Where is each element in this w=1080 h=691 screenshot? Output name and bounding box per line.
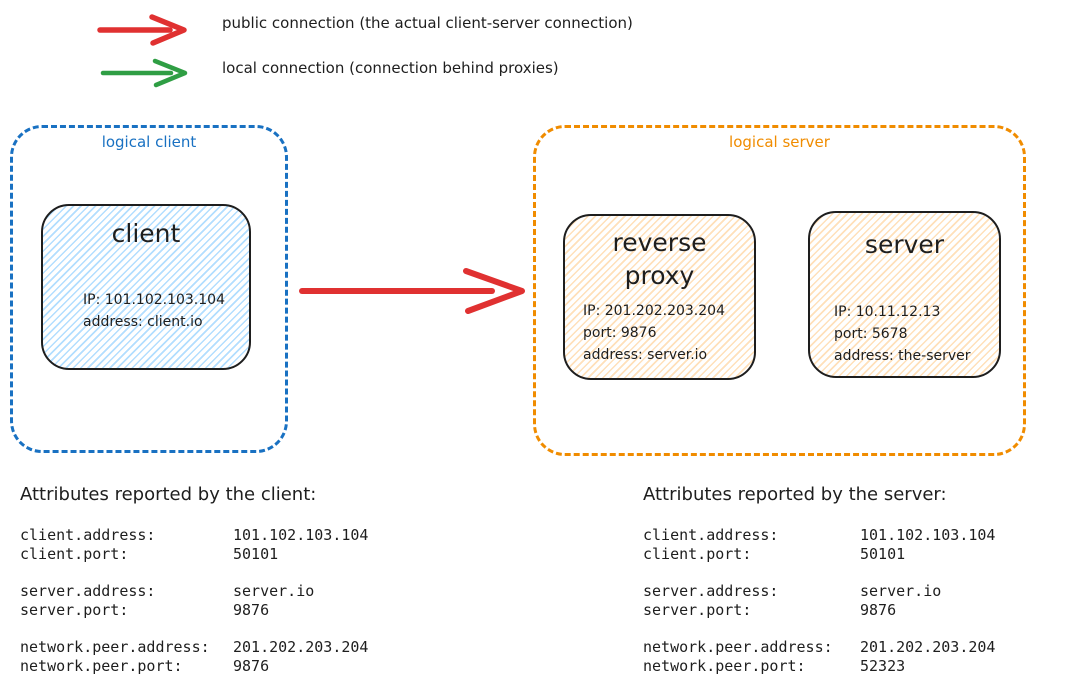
reverse-proxy-address: address: server.io <box>583 347 708 363</box>
attr-row: client.port: 50101 <box>20 545 368 564</box>
attr-row: server.port: 9876 <box>20 601 368 620</box>
attr-row: network.peer.port: 9876 <box>20 657 368 676</box>
client-address: address: client.io <box>83 314 203 330</box>
local-connection-legend-label: local connection (connection behind prox… <box>222 59 559 77</box>
attr-row: client.port: 50101 <box>643 545 995 564</box>
client-ip: IP: 101.102.103.104 <box>83 292 225 308</box>
public-connection-legend-label: public connection (the actual client-ser… <box>222 14 633 32</box>
attr-key: server.port: <box>643 601 752 619</box>
attr-key: server.address: <box>20 582 156 600</box>
client-to-server-arrow-icon <box>294 263 530 319</box>
reverse-proxy-details: IP: 201.202.203.204 port: 9876 address: … <box>583 300 725 366</box>
attr-row: server.address: server.io <box>643 582 995 601</box>
logical-server-label: logical server <box>729 133 830 151</box>
attr-value: server.io <box>233 582 315 600</box>
logical-client-group: logical client client IP: 101.102.103.10… <box>10 125 288 453</box>
attr-value: 52323 <box>860 657 906 675</box>
server-port: port: 5678 <box>834 326 908 342</box>
client-attributes-table: client.address: 101.102.103.104 client.p… <box>20 526 368 676</box>
server-attributes-section: Attributes reported by the server: clien… <box>643 484 995 676</box>
attr-row: network.peer.address: 201.202.203.204 <box>20 638 368 657</box>
server-node-details: IP: 10.11.12.13 port: 5678 address: the-… <box>834 301 971 367</box>
attr-key: network.peer.address: <box>20 638 210 656</box>
attr-row: server.address: server.io <box>20 582 368 601</box>
attr-key: server.port: <box>20 601 129 619</box>
server-attributes-table: client.address: 101.102.103.104 client.p… <box>643 526 995 676</box>
attr-value: 101.102.103.104 <box>860 526 996 544</box>
attr-value: 9876 <box>233 657 270 675</box>
client-attributes-heading: Attributes reported by the client: <box>20 484 317 505</box>
attr-value: 101.102.103.104 <box>233 526 369 544</box>
local-connection-arrow-icon <box>99 57 193 89</box>
attr-key: client.port: <box>643 545 752 563</box>
attr-value: 50101 <box>860 545 906 563</box>
server-node: server IP: 10.11.12.13 port: 5678 addres… <box>808 211 1001 378</box>
server-node-title: server <box>864 230 945 259</box>
attr-value: 50101 <box>233 545 279 563</box>
reverse-proxy-ip: IP: 201.202.203.204 <box>583 303 725 319</box>
attr-key: network.peer.address: <box>643 638 833 656</box>
client-node-title: client <box>111 219 181 248</box>
attr-value: 201.202.203.204 <box>233 638 369 656</box>
attr-key: server.address: <box>643 582 779 600</box>
attr-row: network.peer.address: 201.202.203.204 <box>643 638 995 657</box>
attr-value: 201.202.203.204 <box>860 638 996 656</box>
attr-value: 9876 <box>233 601 270 619</box>
public-connection-arrow-icon <box>96 13 192 47</box>
attr-value: 9876 <box>860 601 897 619</box>
attr-key: network.peer.port: <box>643 657 806 675</box>
client-node: client IP: 101.102.103.104 address: clie… <box>41 204 251 370</box>
attr-row: server.port: 9876 <box>643 601 995 620</box>
attr-row: network.peer.port: 52323 <box>643 657 995 676</box>
logical-server-group: logical server reverse proxy IP: 201.202… <box>533 125 1026 456</box>
reverse-proxy-node: reverse proxy IP: 201.202.203.204 port: … <box>563 214 756 380</box>
attr-key: client.address: <box>643 526 779 544</box>
server-attributes-heading: Attributes reported by the server: <box>643 484 947 505</box>
attr-row: client.address: 101.102.103.104 <box>20 526 368 545</box>
server-ip: IP: 10.11.12.13 <box>834 304 941 320</box>
reverse-proxy-port: port: 9876 <box>583 325 657 341</box>
reverse-proxy-node-title: reverse proxy <box>612 228 707 290</box>
logical-client-label: logical client <box>101 133 197 151</box>
attr-key: network.peer.port: <box>20 657 183 675</box>
attr-key: client.address: <box>20 526 156 544</box>
client-attributes-section: Attributes reported by the client: clien… <box>20 484 368 676</box>
server-address: address: the-server <box>834 348 971 364</box>
attr-value: server.io <box>860 582 942 600</box>
attr-key: client.port: <box>20 545 129 563</box>
attr-row: client.address: 101.102.103.104 <box>643 526 995 545</box>
client-node-details: IP: 101.102.103.104 address: client.io <box>83 289 225 333</box>
